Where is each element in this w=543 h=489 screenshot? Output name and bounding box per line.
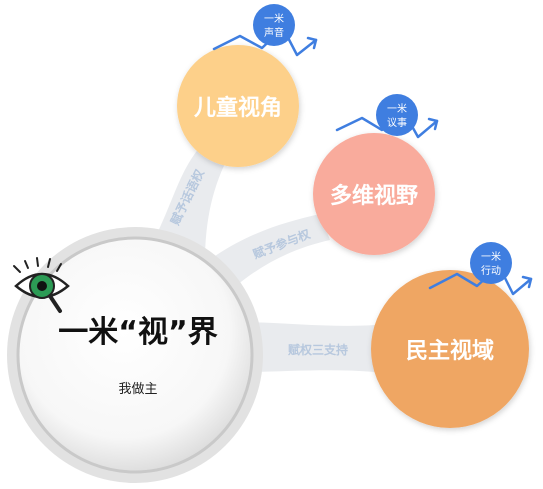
badge-2-line2: 议事	[387, 116, 407, 129]
badge-1-line1: 一米	[264, 12, 284, 25]
node-democratic-domain	[371, 270, 529, 428]
badge-action: 一米 行动	[470, 242, 512, 284]
node-label-3: 民主视域	[406, 338, 494, 364]
center-title: 一米“视”界	[58, 315, 217, 350]
center-node: 一米“视”界 我做主	[7, 227, 263, 483]
badge-3-line2: 行动	[481, 264, 501, 277]
connector-label-3: 赋权三支持	[288, 342, 348, 357]
eye-magnifier-icon	[13, 257, 70, 313]
node-children-perspective	[177, 45, 299, 167]
connector-band-2	[212, 214, 330, 286]
badge-3-line1: 一米	[481, 250, 501, 263]
connector-band-1	[150, 140, 232, 262]
badge-2-line1: 一米	[387, 102, 407, 115]
badge-discussion: 一米 议事	[376, 94, 418, 136]
center-subtitle: 我做主	[118, 382, 157, 397]
node-label-2: 多维视野	[330, 183, 418, 209]
node-label-1: 儿童视角	[193, 95, 282, 121]
badge-voice: 一米 声音	[253, 4, 295, 46]
node-multidimensional-view	[313, 133, 435, 255]
connector-band-3	[240, 322, 375, 372]
badge-1-line2: 声音	[264, 26, 284, 39]
